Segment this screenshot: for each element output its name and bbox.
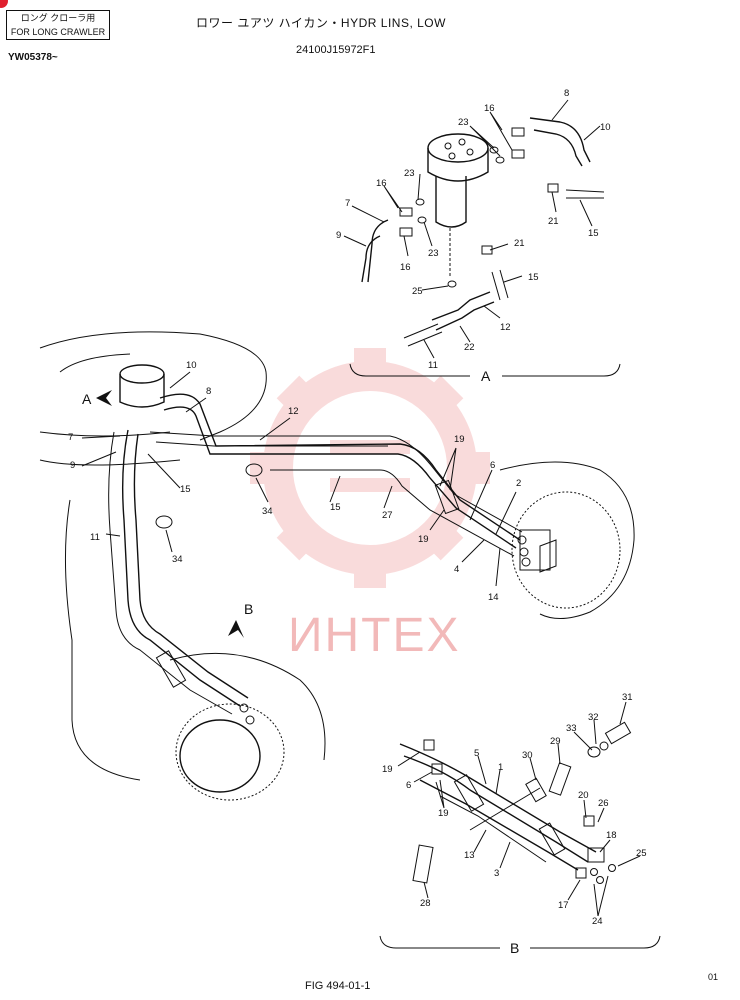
callout-m-15b: 15 — [330, 502, 341, 513]
callout-b-19: 19 — [382, 764, 393, 775]
variant-box-line2: FOR LONG CRAWLER — [10, 27, 106, 37]
callout-b-30: 30 — [522, 750, 533, 761]
variant-box: ロング クローラ用 FOR LONG CRAWLER — [6, 10, 110, 40]
callout-m-14: 14 — [488, 592, 499, 603]
watermark-text: ИНТЕХ — [288, 609, 461, 662]
callout-a-10: 10 — [600, 122, 611, 133]
callout-b-17: 17 — [558, 900, 569, 911]
callout-a-7: 7 — [345, 198, 350, 209]
callout-m-a-arrow: A — [82, 391, 92, 407]
callout-a-16b: 16 — [376, 178, 387, 189]
section-b-label: B — [510, 940, 519, 956]
callout-a-23b: 23 — [404, 168, 415, 179]
callout-m-15: 15 — [180, 484, 191, 495]
callout-m-10: 10 — [186, 360, 197, 371]
callout-a-21b: 21 — [514, 238, 525, 249]
callout-m-9: 9 — [70, 460, 75, 471]
callout-a-11: 11 — [428, 360, 438, 371]
callout-m-b-arrow: B — [244, 601, 253, 617]
callout-b-19b: 19 — [438, 808, 449, 819]
callout-b-31: 31 — [622, 692, 633, 703]
callout-m-12: 12 — [288, 406, 299, 417]
callout-a-25: 25 — [412, 286, 423, 297]
callout-b-3: 3 — [494, 868, 499, 879]
callout-m-11: 11 — [90, 532, 100, 543]
callout-m-34: 34 — [262, 506, 273, 517]
variant-box-line1: ロング クローラ用 — [20, 13, 96, 23]
swivel-joint — [427, 133, 489, 278]
callout-b-24: 24 — [592, 916, 603, 927]
callout-m-8: 8 — [206, 386, 211, 397]
callout-a-21: 21 — [548, 216, 559, 227]
callout-a-22: 22 — [464, 342, 475, 353]
page-number: 01 — [708, 972, 719, 982]
callout-b-32: 32 — [588, 712, 599, 723]
callout-m-6: 6 — [490, 460, 495, 471]
callout-a-16c: 16 — [400, 262, 411, 273]
callout-m-19: 19 — [454, 434, 465, 445]
callout-b-13: 13 — [464, 850, 475, 861]
serial-range: YW05378~ — [8, 52, 58, 63]
part-number: 24100J15972F1 — [296, 44, 376, 56]
callout-a-12: 12 — [500, 322, 511, 333]
callout-a-8: 8 — [564, 88, 569, 99]
corner-marker — [0, 0, 8, 8]
callouts-detail-b: 31 32 33 29 30 5 1 19 6 19 20 26 18 25 1… — [382, 692, 647, 956]
callout-b-26: 26 — [598, 798, 609, 809]
callout-m-34b: 34 — [172, 554, 183, 565]
page-title: ロワー ユアツ ハイカン・HYDR LINS, LOW — [196, 16, 446, 30]
callout-m-7: 7 — [68, 432, 73, 443]
callout-b-5: 5 — [474, 748, 479, 759]
watermark-gear-icon — [250, 348, 490, 588]
detail-a-group — [343, 99, 621, 377]
callout-a-15: 15 — [588, 228, 599, 239]
callouts-detail-a: 8 10 16 23 23 16 21 15 7 9 16 23 21 25 1… — [336, 88, 611, 384]
callout-a-23c: 23 — [428, 248, 439, 259]
callout-a-16: 16 — [484, 103, 495, 114]
callout-a-15b: 15 — [528, 272, 539, 283]
callout-m-27: 27 — [382, 510, 393, 521]
callout-b-25: 25 — [636, 848, 647, 859]
figure-number: FIG 494-01-1 — [305, 980, 371, 992]
main-assembly — [39, 331, 635, 801]
callout-b-6: 6 — [406, 780, 411, 791]
detail-b-group — [379, 701, 661, 949]
callout-m-4: 4 — [454, 564, 459, 575]
callout-a-9: 9 — [336, 230, 341, 241]
section-a-label: A — [481, 368, 491, 384]
callout-b-29: 29 — [550, 736, 561, 747]
callouts-main: 10 8 A 7 9 15 12 34 15 27 19 6 2 19 4 14… — [68, 360, 521, 617]
callout-b-28: 28 — [420, 898, 431, 909]
callout-b-20: 20 — [578, 790, 589, 801]
callout-m-19b: 19 — [418, 534, 429, 545]
callout-b-33: 33 — [566, 723, 577, 734]
callout-a-23: 23 — [458, 117, 469, 128]
callout-b-1: 1 — [498, 762, 503, 773]
callout-m-2: 2 — [516, 478, 521, 489]
callout-b-18: 18 — [606, 830, 617, 841]
